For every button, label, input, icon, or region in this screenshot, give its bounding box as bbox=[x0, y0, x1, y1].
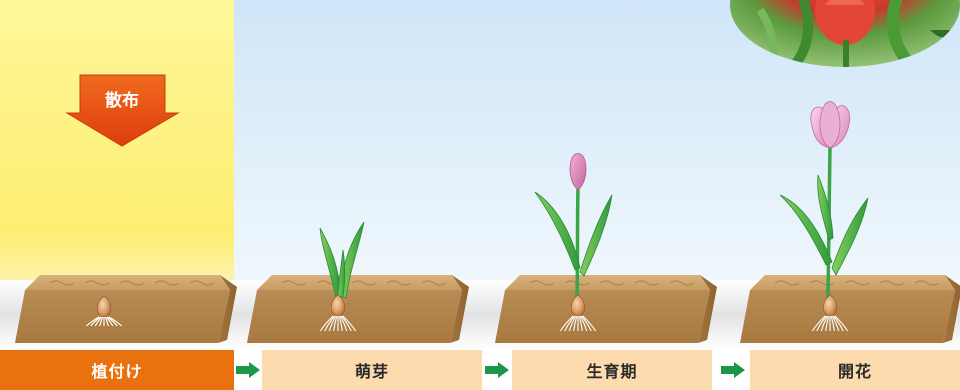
roots bbox=[559, 315, 597, 332]
roots bbox=[811, 315, 849, 332]
stage-label-flowering: 開花 bbox=[750, 350, 960, 390]
soil-block-sprouting bbox=[247, 221, 469, 343]
leaf bbox=[831, 197, 869, 276]
right-arrow-icon bbox=[233, 350, 263, 390]
stage-label-growth: 生育期 bbox=[512, 350, 712, 390]
stage-label-text: 生育期 bbox=[586, 362, 638, 381]
leaf bbox=[779, 194, 833, 266]
leaf bbox=[579, 194, 613, 277]
stage-label-text: 萌芽 bbox=[354, 362, 389, 381]
stage-label-planting: 植付け bbox=[0, 350, 234, 390]
roots bbox=[319, 315, 357, 332]
leaf bbox=[817, 174, 834, 241]
stem bbox=[575, 183, 580, 299]
soil-block-growth bbox=[495, 153, 717, 343]
application-highlight bbox=[0, 0, 234, 290]
apply-label: 散布 bbox=[105, 90, 139, 111]
leaf bbox=[319, 227, 341, 299]
soil-block-planting bbox=[15, 275, 237, 343]
soil-block-flowering bbox=[740, 101, 960, 343]
leaf bbox=[534, 191, 581, 271]
growth-scene: 散布 bbox=[0, 0, 960, 350]
tulip-flower bbox=[810, 101, 851, 149]
leaf bbox=[337, 249, 346, 298]
stage-label-text: 植付け bbox=[91, 362, 143, 381]
stage-label-text: 開花 bbox=[837, 362, 872, 381]
apply-arrow: 散布 bbox=[65, 74, 180, 147]
roots bbox=[86, 316, 122, 327]
flower-bud bbox=[569, 153, 587, 191]
right-arrow-icon bbox=[718, 350, 748, 390]
right-arrow-icon bbox=[482, 350, 512, 390]
stage-label-sprouting: 萌芽 bbox=[262, 350, 482, 390]
